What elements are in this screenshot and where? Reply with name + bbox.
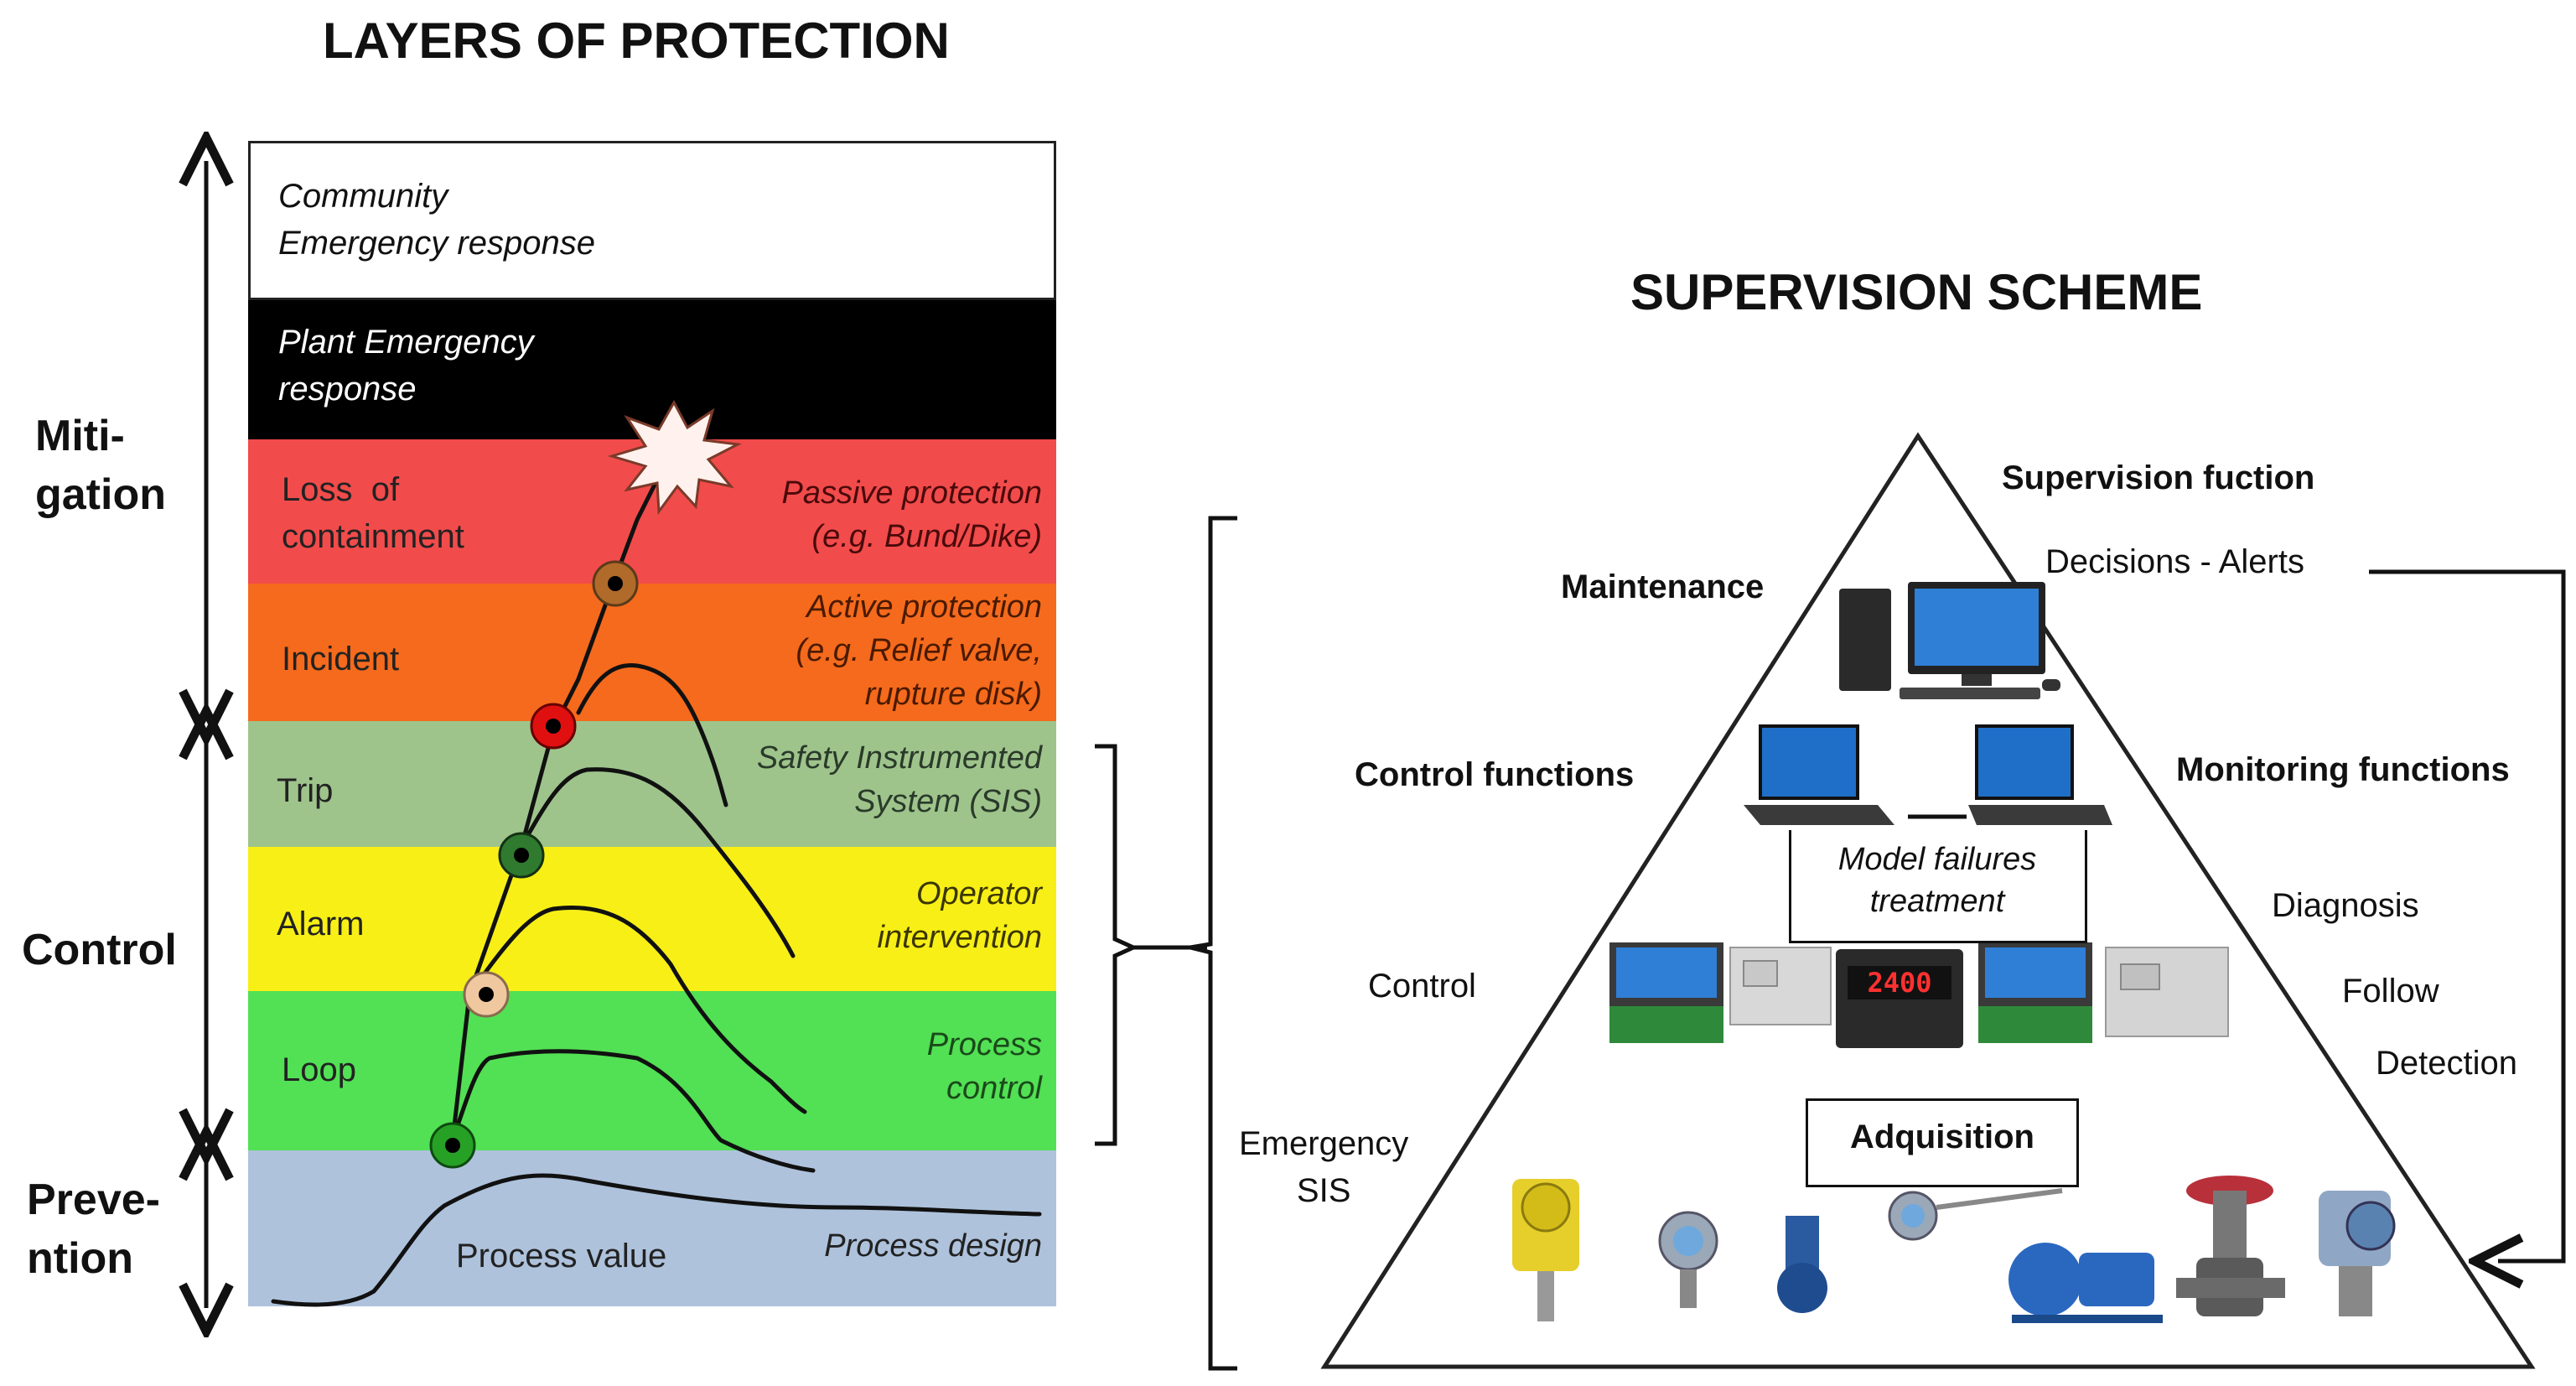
big-bracket — [1190, 516, 1237, 1371]
adquisition-box — [1806, 1098, 2079, 1187]
process-design-label: Process design — [824, 1228, 1042, 1264]
follow-label: Follow — [2342, 973, 2439, 1010]
operator-intervention-label: Operator intervention — [877, 876, 1042, 955]
prevention-label: Preve- ntion — [27, 1176, 160, 1283]
maintenance-label: Maintenance — [1561, 568, 1765, 605]
controller-display-text: 2400 — [1867, 967, 1932, 999]
small-bracket — [1095, 744, 1139, 1146]
model-failures-box — [1789, 830, 2087, 943]
laptop-icon-left — [1744, 724, 1894, 825]
supervision-function-label: Supervision fuction — [2002, 459, 2315, 496]
process-value-label: Process value — [456, 1238, 667, 1274]
control-label-right: Control — [1368, 968, 1476, 1004]
explosion-icon — [607, 399, 743, 516]
field-instruments — [1512, 1176, 2396, 1323]
diagnosis-label: Diagnosis — [2272, 887, 2419, 924]
community-emergency-label: Community Emergency response — [278, 178, 595, 262]
active-protection-label: Active protection (e.g. Relief valve, ru… — [796, 589, 1042, 712]
decisions-alerts-label: Decisions - Alerts — [2045, 543, 2304, 580]
monitoring-functions-label: Monitoring functions — [2176, 751, 2510, 788]
sis-label: Safety Instrumented System (SIS) — [756, 740, 1042, 819]
incident-label: Incident — [282, 641, 400, 677]
passive-protection-label: Passive protection (e.g. Bund/Dike) — [781, 475, 1043, 554]
layer-loop — [248, 991, 1056, 1150]
plant-emergency-label: Plant Emergency response — [278, 324, 534, 407]
emergency-sis-label: Emergency SIS — [1239, 1125, 1409, 1209]
alarm-label: Alarm — [277, 906, 365, 942]
supervision-scheme-title: SUPERVISION SCHEME — [1630, 264, 2203, 320]
escalation-curves — [271, 467, 1042, 1307]
escalation-markers — [429, 560, 639, 1169]
layer-alarm — [248, 847, 1056, 991]
desktop-computer-icon — [1839, 582, 2060, 699]
layer-incident — [248, 584, 1056, 721]
layer-plant-emergency — [248, 300, 1056, 439]
adquisition-label: Adquisition — [1850, 1119, 2034, 1155]
model-failures-label: Model failures treatment — [1837, 842, 2037, 919]
control-label: Control — [22, 926, 177, 974]
trip-label: Trip — [277, 772, 334, 809]
layers-of-protection-title: LAYERS OF PROTECTION — [323, 13, 950, 69]
loss-of-containment-label: Loss of containment — [282, 471, 464, 555]
process-control-label: Process control — [926, 1027, 1042, 1106]
loop-label: Loop — [282, 1051, 356, 1088]
layer-community-emergency — [248, 141, 1056, 300]
controller-devices — [1609, 942, 2229, 1048]
mitigation-label: Miti- gation — [35, 412, 166, 519]
control-functions-label: Control functions — [1355, 756, 1635, 793]
laptop-icon-right — [1968, 724, 2112, 825]
feedback-arrow — [2369, 569, 2566, 1261]
detection-label: Detection — [2376, 1045, 2517, 1082]
supervision-pyramid — [1320, 432, 2536, 1369]
